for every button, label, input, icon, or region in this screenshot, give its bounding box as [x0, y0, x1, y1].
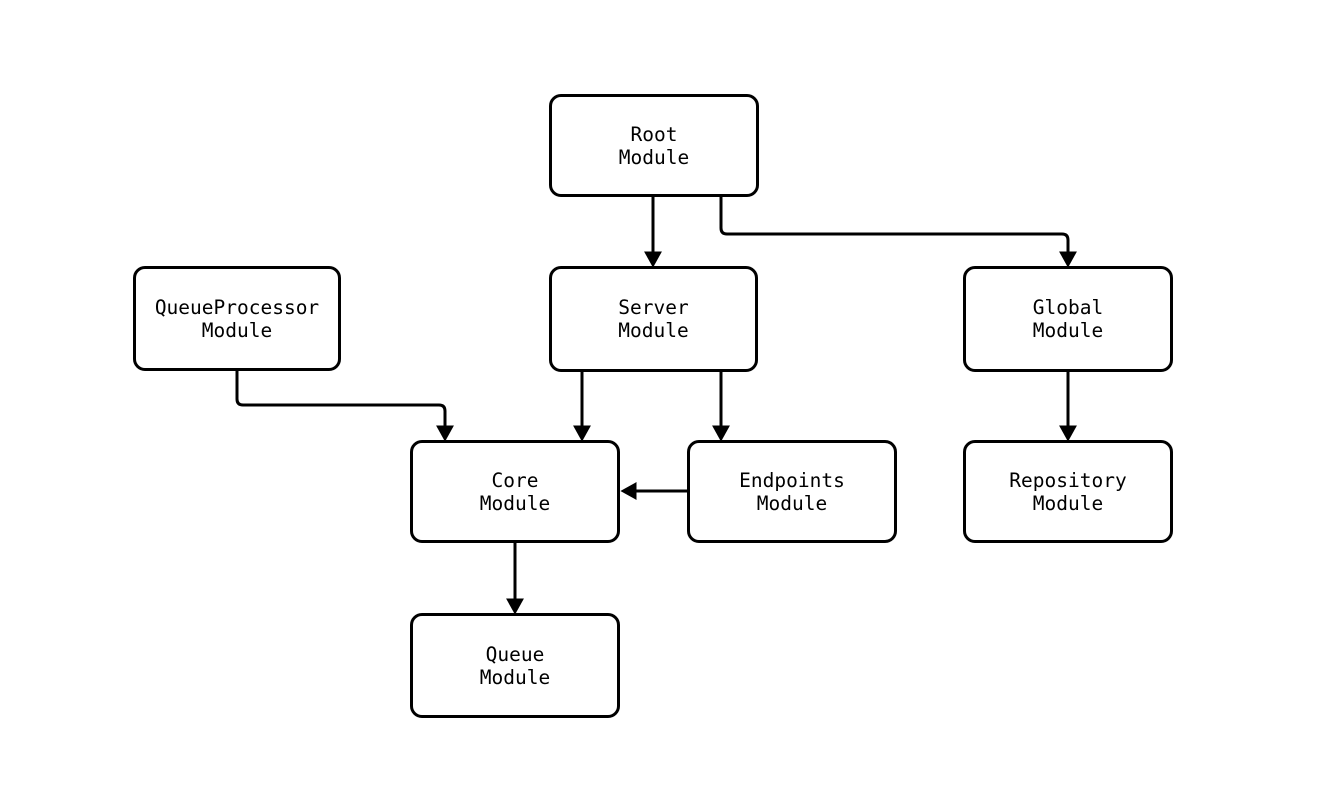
node-root-label-secondary: Module [618, 145, 690, 169]
node-core-label-primary: Core [491, 468, 539, 492]
edge-queueprocessor-to-core [235, 371, 454, 442]
node-queueprocessor-label-secondary: Module [201, 318, 273, 342]
node-repository-label-secondary: Module [1032, 491, 1104, 515]
edges-group [235, 197, 1077, 615]
node-root-label-primary: Root [630, 122, 678, 146]
node-global-label-primary: Global [1032, 296, 1104, 319]
node-queue-label-secondary: Module [479, 665, 551, 689]
node-endpoints-label-secondary: Module [756, 491, 828, 515]
node-endpoints-label-primary: Endpoints [739, 468, 845, 492]
edge-root-to-global [719, 197, 1077, 268]
node-server-label-secondary: Module [618, 319, 689, 342]
node-queue-label-primary: Queue [485, 642, 545, 666]
node-queueprocessor-label-primary: QueueProcessor [154, 295, 320, 319]
node-repository-label-primary: Repository [1009, 468, 1127, 492]
node-global-label-secondary: Module [1032, 319, 1104, 342]
node-core-label-secondary: Module [479, 491, 551, 515]
node-server-label-primary: Server [618, 296, 689, 319]
